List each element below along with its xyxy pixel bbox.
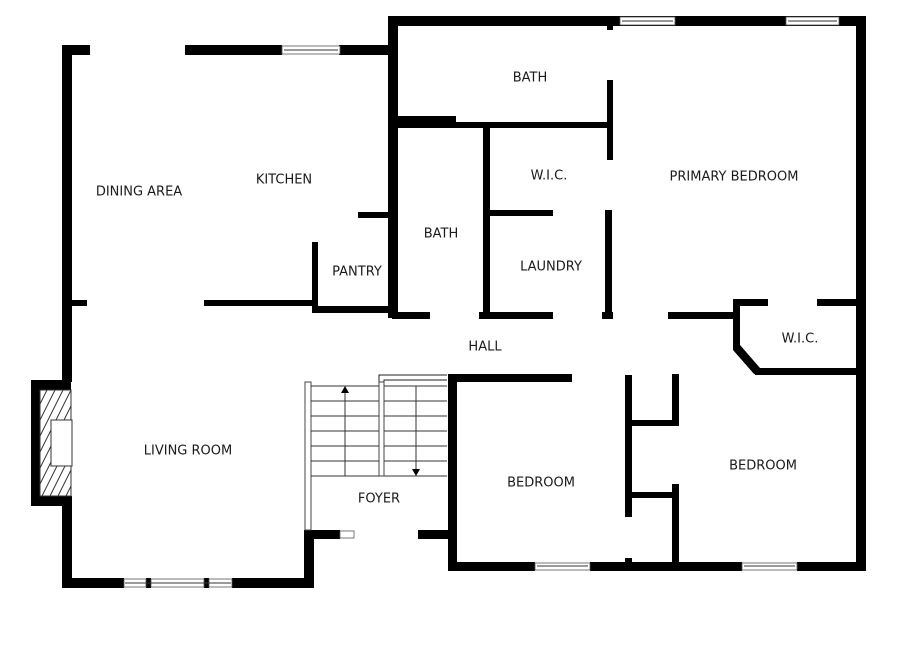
room-label-bath-middle: BATH (424, 227, 459, 242)
room-label-wic-upper: W.I.C. (531, 169, 568, 184)
room-label-kitchen: KITCHEN (256, 173, 312, 188)
room-label-living-room: LIVING ROOM (144, 444, 232, 459)
staircase (304, 374, 447, 531)
stair-up-arrow-icon (341, 386, 349, 393)
room-labels: DINING AREA KITCHEN PANTRY BATH BATH W.I… (96, 71, 819, 507)
walls (31, 16, 866, 588)
room-label-hall: HALL (468, 340, 502, 355)
room-label-foyer: FOYER (358, 492, 400, 507)
stair-down-arrow-icon (412, 469, 420, 476)
fireplace (39, 389, 73, 497)
room-label-primary-bedroom: PRIMARY BEDROOM (670, 170, 799, 185)
room-label-bath-upper: BATH (513, 71, 548, 86)
room-label-pantry: PANTRY (332, 265, 382, 280)
room-label-bedroom-center: BEDROOM (507, 476, 575, 491)
room-label-wic-right: W.I.C. (782, 332, 819, 347)
room-label-bedroom-right: BEDROOM (729, 459, 797, 474)
windows (123, 16, 840, 588)
room-label-dining-area: DINING AREA (96, 185, 182, 200)
room-label-laundry: LAUNDRY (520, 260, 582, 275)
